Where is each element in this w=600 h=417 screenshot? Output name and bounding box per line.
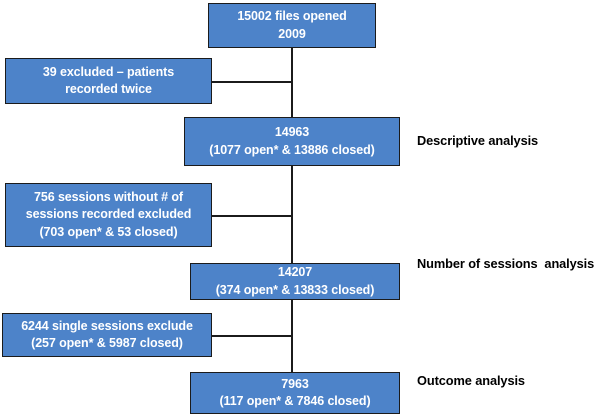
node-excluded-single-sessions[interactable]: 6244 single sessions exclude (257 open* … <box>2 313 212 357</box>
connector-trunk-2 <box>291 166 293 263</box>
node-excluded-no-session-count-text: 756 sessions without # of sessions recor… <box>25 190 192 239</box>
label-descriptive: Descriptive analysis <box>417 133 539 148</box>
node-sessions-text: 14207 (374 open* & 13833 closed) <box>215 265 375 297</box>
node-descriptive-text: 14963 (1077 open* & 13886 closed) <box>209 125 375 157</box>
label-outcome: Outcome analysis <box>417 373 525 388</box>
node-descriptive[interactable]: 14963 (1077 open* & 13886 closed) <box>184 117 400 166</box>
node-excluded-duplicates-text: 39 excluded – patients recorded twice <box>42 64 175 96</box>
node-outcome-text: 7963 (117 open* & 7846 closed) <box>219 376 371 408</box>
node-sessions[interactable]: 14207 (374 open* & 13833 closed) <box>190 263 400 300</box>
node-files-opened-text: 15002 files opened 2009 <box>237 9 347 41</box>
connector-branch-2 <box>212 215 292 217</box>
label-sessions: Number of sessions analysis <box>417 256 595 271</box>
node-outcome[interactable]: 7963 (117 open* & 7846 closed) <box>190 372 400 414</box>
node-excluded-no-session-count[interactable]: 756 sessions without # of sessions recor… <box>5 183 212 247</box>
node-excluded-single-sessions-text: 6244 single sessions exclude (257 open* … <box>21 318 193 350</box>
connector-branch-1 <box>212 81 292 83</box>
node-excluded-duplicates[interactable]: 39 excluded – patients recorded twice <box>5 58 212 104</box>
connector-branch-3 <box>212 335 292 337</box>
node-files-opened[interactable]: 15002 files opened 2009 <box>208 3 376 48</box>
